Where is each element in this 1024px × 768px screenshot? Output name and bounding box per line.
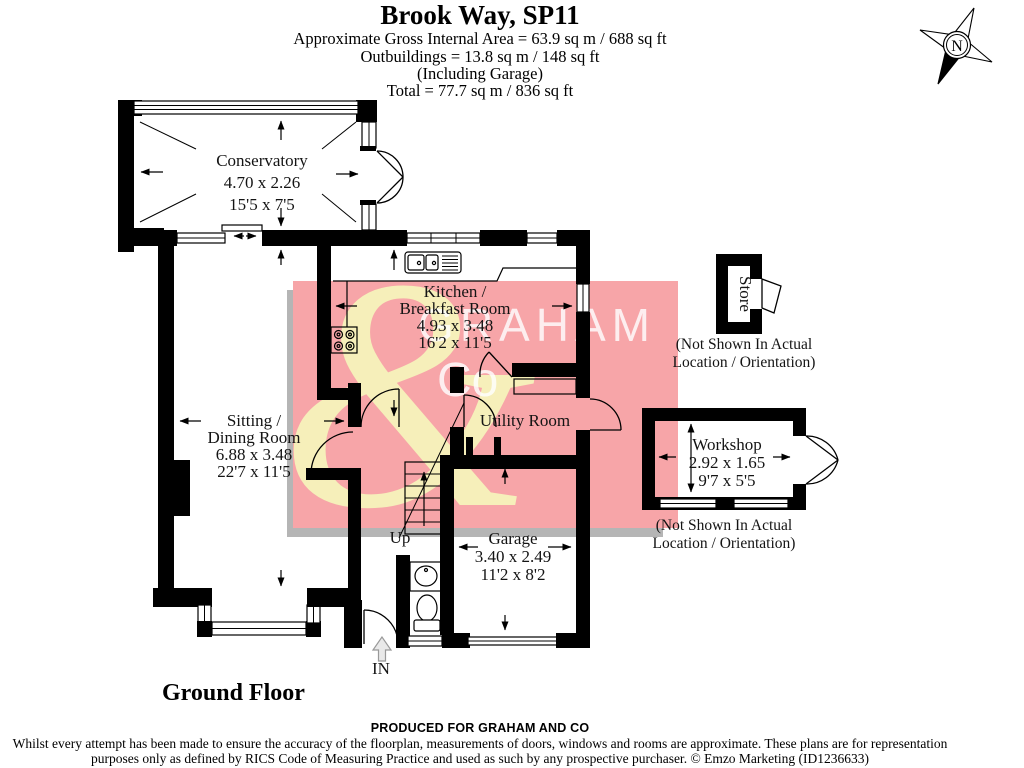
label-kitchen-name1: Kitchen / (424, 282, 487, 301)
label-workshop-metric: 2.92 x 1.65 (689, 453, 766, 472)
conservatory-structure (118, 100, 404, 252)
label-kitchen-imperial: 16'2 x 11'5 (418, 333, 492, 352)
label-kitchen-metric: 4.93 x 3.48 (417, 316, 494, 335)
workshop-not-shown-line2: Location / Orientation) (653, 535, 796, 552)
toilet-icon (416, 594, 438, 622)
room-labels: Conservatory 4.70 x 2.26 15'5 x 7'5 Kitc… (162, 151, 815, 706)
label-sitting-imperial: 22'7 x 11'5 (217, 462, 291, 481)
watermark: & GRAHAM Co (280, 212, 678, 577)
header: Brook Way, SP11 Approximate Gross Intern… (293, 0, 667, 100)
footer: PRODUCED FOR GRAHAM AND CO Whilst every … (13, 721, 948, 766)
label-garage-name: Garage (488, 529, 537, 548)
header-including-line: (Including Garage) (417, 64, 543, 83)
label-sitting-name2: Dining Room (207, 428, 300, 447)
watermark-brand-word2: Co (437, 354, 498, 407)
workshop-outbuilding (642, 408, 839, 510)
label-garage-imperial: 11'2 x 8'2 (481, 565, 546, 584)
entrance-arrow-icon (371, 635, 393, 662)
label-sitting-name1: Sitting / (227, 411, 282, 430)
compass-north-label: N (951, 38, 963, 55)
staircase (398, 402, 465, 539)
label-sitting-metric: 6.88 x 3.48 (216, 445, 293, 464)
wc-fixtures (409, 561, 444, 632)
workshop-not-shown-line1: (Not Shown In Actual (656, 517, 792, 534)
dimension-arrows (140, 120, 573, 631)
house-exterior-walls (130, 224, 590, 648)
footer-produced-for: PRODUCED FOR GRAHAM AND CO (371, 721, 590, 735)
store-not-shown-line1: (Not Shown In Actual (676, 336, 812, 353)
fixtures (330, 251, 577, 632)
header-total-line: Total = 77.7 sq m / 836 sq ft (387, 81, 574, 100)
watermark-brand-word: GRAHAM (418, 299, 656, 351)
store-not-shown-line2: Location / Orientation) (673, 354, 816, 371)
footer-disclaimer-line1: Whilst every attempt has been made to en… (13, 736, 948, 751)
label-store-name: Store (736, 276, 755, 312)
label-utility-name: Utility Room (480, 411, 570, 430)
label-garage-metric: 3.40 x 2.49 (475, 547, 552, 566)
label-workshop-name: Workshop (692, 435, 761, 454)
label-up: Up (390, 528, 411, 547)
footer-disclaimer-line2: purposes only as defined by RICS Code of… (91, 751, 869, 766)
label-conservatory-name: Conservatory (216, 151, 308, 170)
compass-north-icon: N (919, 7, 993, 85)
ground-floor-label: Ground Floor (162, 680, 305, 706)
label-in: IN (372, 659, 390, 678)
hob-icon (330, 326, 358, 354)
label-conservatory-metric: 4.70 x 2.26 (224, 173, 301, 192)
door-swings (233, 232, 622, 645)
watermark-ampersand-icon: & (280, 212, 538, 577)
header-area-line: Approximate Gross Internal Area = 63.9 s… (293, 29, 667, 48)
label-workshop-imperial: 9'7 x 5'5 (698, 471, 755, 490)
utility-counter (513, 378, 577, 395)
page-title: Brook Way, SP11 (380, 0, 579, 30)
label-conservatory-imperial: 15'5 x 7'5 (229, 195, 295, 214)
store-outbuilding (716, 254, 782, 334)
label-kitchen-name2: Breakfast Room (400, 299, 511, 318)
header-outbuildings-line: Outbuildings = 13.8 sq m / 148 sq ft (361, 47, 600, 66)
